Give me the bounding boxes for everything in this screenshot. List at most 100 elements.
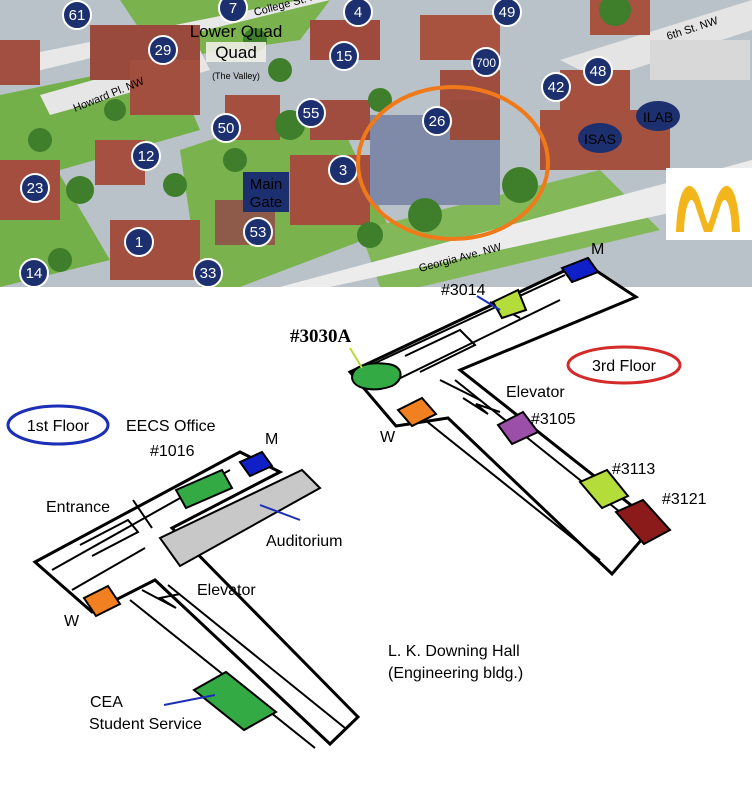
building-number-badge: 700 <box>471 47 501 77</box>
building-number-badge: 50 <box>211 113 241 143</box>
main-gate-label: Main <box>250 176 283 193</box>
building-number: 3 <box>339 162 347 179</box>
men-restroom-1-label: M <box>265 431 278 448</box>
entrance-label: Entrance <box>46 499 110 516</box>
leader-3014 <box>476 295 501 311</box>
building <box>450 100 500 140</box>
building <box>110 220 200 280</box>
building-subcaption: (Engineering bldg.) <box>388 665 523 682</box>
room-3014 <box>491 288 528 320</box>
elevator-3 <box>462 397 501 415</box>
eecs-office-label: EECS Office <box>126 418 216 435</box>
ilab-label: ILAB <box>643 109 673 125</box>
building-number: 23 <box>27 180 44 197</box>
building-number-badge: 7 <box>218 0 248 23</box>
women-restroom-3-label: W <box>380 429 396 446</box>
building-number-badge: 3 <box>328 155 358 185</box>
restroom-women-1 <box>82 584 122 618</box>
room-3113 <box>578 468 630 510</box>
building-number-badge: 49 <box>492 0 522 27</box>
floor-3-title: 3rd Floor <box>592 358 657 375</box>
women-restroom-1-label: W <box>64 613 80 630</box>
room-3113-label: #3113 <box>612 461 655 478</box>
building-number-badge: 33 <box>193 258 223 288</box>
building-number: 1 <box>135 234 143 251</box>
building-caption: L. K. Downing Hall <box>388 643 520 660</box>
room-3014-label: #3014 <box>441 282 486 299</box>
men-restroom-3-label: M <box>591 241 604 258</box>
room-3030a-label: #3030A <box>290 326 352 347</box>
leader-3030a <box>349 347 363 369</box>
building-number: 55 <box>303 105 320 122</box>
building-number-badge: 14 <box>19 258 49 288</box>
restroom-women-3 <box>396 396 438 428</box>
leader-auditorium <box>259 504 301 521</box>
building-number: 50 <box>218 120 235 137</box>
floor-1-rooms <box>82 450 322 732</box>
building-number: 53 <box>250 224 267 241</box>
road-georgia-ave <box>280 160 752 287</box>
area-label-the-valley: (The Valley) <box>212 71 260 81</box>
elevator-1-label: Elevator <box>197 582 256 599</box>
floor-3-rooms <box>350 256 672 546</box>
building-number: 700 <box>476 56 496 70</box>
room-1016 <box>174 468 234 510</box>
building-badges: 61 7 4 49 29 15 700 48 42 26 55 50 12 23 3 53 1 14 33 <box>19 0 613 288</box>
building-number: 15 <box>336 48 353 65</box>
building-number-badge: 4 <box>343 0 373 27</box>
elevator-1 <box>141 589 181 609</box>
room-3030a <box>350 362 402 391</box>
main-gate-badge <box>243 172 289 212</box>
cea-student-service-room <box>192 670 278 732</box>
restroom-men-1 <box>238 450 274 478</box>
leader-cea <box>163 694 216 706</box>
building-number: 42 <box>548 79 565 96</box>
building <box>130 60 200 115</box>
building-number-badge: 48 <box>583 56 613 86</box>
floor-1-badge <box>6 404 110 446</box>
cea-label: CEA <box>90 694 123 711</box>
building-number-badge: 61 <box>62 0 92 30</box>
building-number-badge: 53 <box>243 217 273 247</box>
building-number-badge: 1 <box>124 227 154 257</box>
building-number: 26 <box>429 113 446 130</box>
building-number: 12 <box>138 148 155 165</box>
auditorium-room <box>158 468 322 568</box>
building-number: 49 <box>499 4 516 21</box>
building-number: 14 <box>26 265 43 282</box>
building-number-badge: 12 <box>131 141 161 171</box>
building <box>0 40 40 85</box>
building-number: 29 <box>155 42 172 59</box>
trees <box>28 0 631 272</box>
isas-badge <box>578 123 622 153</box>
building-number-badge: 55 <box>296 98 326 128</box>
mcdonalds-logo <box>666 168 752 240</box>
room-3121-label: #3121 <box>662 491 707 508</box>
campus-map: College St. NW Howard Pl. NW 6th St. NW … <box>0 0 752 288</box>
building <box>650 40 750 80</box>
building-number: 33 <box>200 265 217 282</box>
room-1016-label: #1016 <box>150 443 195 460</box>
building-number: 61 <box>69 7 86 24</box>
building-number-badge: 26 <box>422 106 452 136</box>
room-3105 <box>496 410 540 446</box>
floor-3-plan <box>347 260 658 577</box>
floor-3-badge <box>566 345 682 385</box>
main-gate-label: Gate <box>250 194 283 211</box>
building-number-badge: 29 <box>148 35 178 65</box>
building-number-badge: 42 <box>541 72 571 102</box>
building-number: 7 <box>229 0 237 17</box>
elevator-3-label: Elevator <box>506 384 565 401</box>
floor-1-title: 1st Floor <box>27 418 90 435</box>
building-number: 4 <box>354 4 362 21</box>
restroom-men-3 <box>560 256 600 284</box>
highlight-circle <box>356 85 550 241</box>
building-number-badge: 15 <box>329 41 359 71</box>
building-number-badge: 23 <box>20 173 50 203</box>
building-number: 48 <box>590 63 607 80</box>
student-service-label: Student Service <box>89 716 202 733</box>
isas-label: ISAS <box>584 131 616 147</box>
auditorium-label: Auditorium <box>266 533 342 550</box>
